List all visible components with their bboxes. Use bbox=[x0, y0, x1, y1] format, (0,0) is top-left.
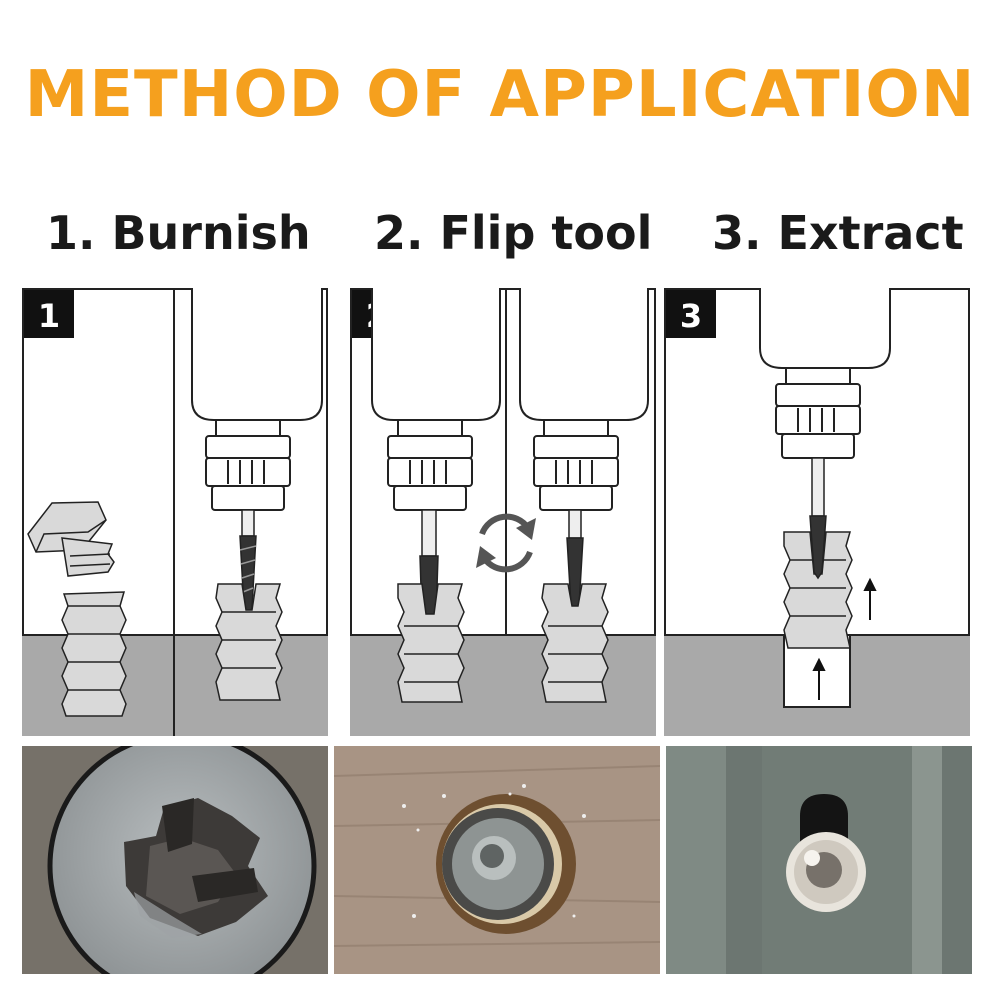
photo-screw-in-metal bbox=[666, 746, 972, 974]
screw-shank-mid bbox=[397, 583, 465, 703]
drill bbox=[191, 288, 323, 511]
step-1-diagram: 1 bbox=[22, 288, 328, 736]
extracted-screw bbox=[783, 531, 853, 649]
step-3-label: 3. Extract bbox=[712, 206, 964, 260]
screw-shank-left bbox=[61, 591, 127, 717]
svg-text:1: 1 bbox=[38, 297, 60, 335]
extractor-bit-tip bbox=[809, 515, 827, 580]
svg-text:3: 3 bbox=[680, 297, 702, 335]
screw-shank-right bbox=[541, 583, 609, 703]
step-2-diagram: 2 bbox=[350, 288, 656, 736]
broken-screw-head bbox=[27, 501, 115, 577]
photo-screw-in-wood bbox=[334, 746, 660, 974]
up-arrow-icon bbox=[812, 577, 877, 700]
step-3-diagram: 3 bbox=[664, 288, 970, 736]
drill-left bbox=[371, 288, 501, 511]
photo-stripped-screw bbox=[22, 746, 328, 974]
drill bbox=[759, 288, 891, 459]
step-2-label: 2. Flip tool bbox=[374, 206, 653, 260]
screw-shank-right bbox=[215, 583, 283, 701]
step-1-label: 1. Burnish bbox=[46, 206, 311, 260]
extractor-bit bbox=[811, 457, 825, 517]
page-title: METHOD OF APPLICATION bbox=[24, 58, 976, 132]
step-1-badge: 1 bbox=[24, 290, 74, 338]
rotate-arrows-icon bbox=[476, 513, 536, 573]
step-3-badge: 3 bbox=[666, 290, 716, 338]
